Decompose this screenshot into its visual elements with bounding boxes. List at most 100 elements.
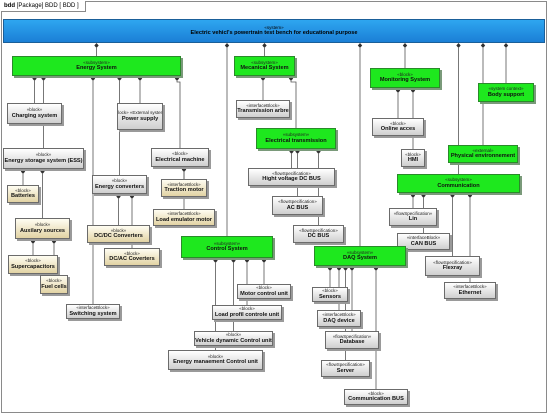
block-daq[interactable]: «subsystem»DAQ System: [314, 246, 406, 266]
composition-diamond: [129, 194, 135, 199]
block-stereotype: «block»: [256, 285, 272, 291]
block-name: Electrical transmission: [265, 137, 327, 144]
block-monitor[interactable]: «block»Monitoring System: [370, 68, 440, 88]
composition-diamond: [480, 43, 486, 48]
block-name: Power supply: [121, 115, 159, 122]
block-sensors[interactable]: «block»Sensors: [312, 287, 348, 302]
block-emcu[interactable]: «block»Energy manaement Control unit: [168, 350, 263, 370]
block-name: Supercapacitors: [11, 263, 55, 270]
block-loademu[interactable]: «interfaceBlock»Load emulator motor: [153, 209, 215, 226]
block-name: DAQ System: [343, 255, 377, 262]
block-lin[interactable]: «flowSpecification»Lin: [389, 208, 437, 226]
block-hvdc[interactable]: «flowSpecification»Hight voltage DC BUS: [248, 168, 335, 186]
block-power[interactable]: «block» «External system»Power supply: [117, 103, 163, 130]
block-name: Electrical machine: [155, 156, 205, 163]
composition-diamond: [40, 169, 45, 174]
block-charging[interactable]: «block»Charging system: [7, 103, 62, 124]
block-super[interactable]: «block»Supercapacitors: [8, 255, 58, 274]
block-online[interactable]: «block»Online acces: [372, 118, 424, 136]
block-stereotype: «flowSpecification»: [278, 199, 317, 205]
composition-diamond: [94, 43, 99, 48]
block-ess[interactable]: «block»Energy storage system (ESS): [3, 148, 84, 169]
block-stereotype: «block»: [225, 332, 242, 338]
composition-diamond: [231, 258, 236, 263]
composition-diamond: [41, 76, 46, 81]
block-transarbre[interactable]: «interfaceBlock»Transmission arbre: [236, 100, 290, 118]
block-elec-machine[interactable]: «block»Electrical machine: [151, 148, 209, 167]
block-stereotype: «block»: [239, 306, 255, 312]
block-stereotype: «block»: [26, 107, 43, 113]
composition-diamond: [20, 169, 26, 174]
block-body[interactable]: «system context»Body support: [478, 83, 534, 102]
block-acbus[interactable]: «flowSpecification»AC BUS: [272, 196, 323, 215]
block-name: Auxilary sources: [19, 227, 66, 234]
block-stereotype: «block»: [124, 250, 140, 256]
block-motorcu[interactable]: «block»Motor control unit: [237, 284, 291, 299]
block-name: Ethernet: [458, 289, 482, 296]
composition-diamond: [316, 149, 321, 154]
block-dcac[interactable]: «block»DC/AC Coverters: [104, 248, 160, 266]
block-aux[interactable]: «block»Auxilary sources: [15, 218, 70, 239]
block-ethernet[interactable]: «interfaceBlock»Ethernet: [444, 282, 496, 299]
block-name: Online acces: [380, 126, 416, 133]
block-name: Energy manaement Control unit: [173, 359, 258, 366]
block-stereotype: «block»: [111, 178, 128, 184]
block-mech[interactable]: «subsystem»Mecanical System: [234, 56, 295, 76]
block-root[interactable]: «system»Electric vehicl's powertrain tes…: [3, 19, 545, 43]
block-elec-trans[interactable]: «subsystem»Electrical transmission: [256, 128, 336, 149]
block-switching[interactable]: «interfaceBlock»Switching system: [66, 304, 120, 319]
block-loadprofil[interactable]: «block»Load profil controle unit: [212, 305, 282, 320]
block-control[interactable]: «subsystem»Control System: [181, 236, 273, 258]
composition-diamond: [357, 43, 363, 48]
block-comm[interactable]: «subsystem»Communication: [397, 174, 520, 193]
composition-diamond: [402, 43, 408, 48]
block-vdcu[interactable]: «block»Vehicle dynamic Control unit: [194, 331, 273, 346]
block-traction[interactable]: «interfaceBlock»Traction motor: [161, 179, 207, 197]
block-daqdev[interactable]: «interfaceBlock»DAQ device: [317, 310, 361, 327]
block-server[interactable]: «flowSpecification»Server: [321, 360, 370, 377]
block-stereotype: «subsystem»: [251, 59, 278, 65]
block-conv[interactable]: «block»Energy converters: [92, 175, 147, 194]
block-name: Vehicle dynamic Control unit: [195, 337, 272, 344]
composition-diamond: [327, 266, 333, 271]
block-name: CAN BUS: [410, 240, 437, 247]
block-stereotype: «interfaceBlock»: [167, 211, 201, 217]
block-dcdc[interactable]: «block»DC/DC Converters: [87, 225, 150, 243]
composition-diamond: [90, 76, 96, 81]
block-stereotype: «block»: [390, 120, 406, 126]
block-stereotype: «block» «External system»: [118, 110, 162, 116]
block-energy[interactable]: «subsystem»Energy System: [12, 56, 181, 76]
composition-diamond: [244, 258, 250, 263]
block-physenv[interactable]: «external»Physical environnement: [448, 145, 518, 163]
block-name: Flexray: [442, 265, 463, 272]
block-stereotype: «subsystem»: [213, 240, 241, 246]
block-dcbus[interactable]: «flowSpecification»DC BUS: [293, 225, 344, 243]
block-flexray[interactable]: «flowSpecification»Flexray: [425, 256, 480, 276]
block-name: Monitoring System: [379, 77, 431, 84]
block-name: Motor control unit: [240, 290, 288, 297]
block-hmi[interactable]: «block»HMI: [401, 149, 425, 167]
composition-diamond: [421, 193, 426, 198]
block-name: Load emulator motor: [156, 216, 212, 223]
block-name: DC/DC Converters: [94, 233, 143, 240]
block-batteries[interactable]: «block»Batteries: [7, 185, 39, 203]
block-name: Control System: [206, 246, 248, 253]
composition-diamond: [456, 43, 461, 48]
block-stereotype: «block»: [322, 288, 338, 294]
block-name: DC/AC Coverters: [109, 256, 155, 263]
block-commbus[interactable]: «block»Communication BUS: [344, 389, 408, 405]
block-stereotype: «interfaceBlock»: [453, 284, 487, 290]
block-name: Energy System: [76, 65, 117, 72]
block-canbus[interactable]: «interfaceBlock»CAN BUS: [397, 233, 450, 250]
block-fuel[interactable]: «block»Fuel cells: [40, 275, 68, 294]
composition-diamond: [373, 266, 379, 271]
composition-diamond: [174, 76, 180, 81]
block-name: Hight voltage DC BUS: [262, 176, 321, 183]
block-name: Physical environnement: [450, 153, 516, 160]
block-name: Server: [336, 367, 355, 374]
block-database[interactable]: «flowSpecification»Database: [325, 331, 379, 349]
composition-diamond: [224, 43, 230, 48]
composition-diamond: [395, 88, 401, 93]
